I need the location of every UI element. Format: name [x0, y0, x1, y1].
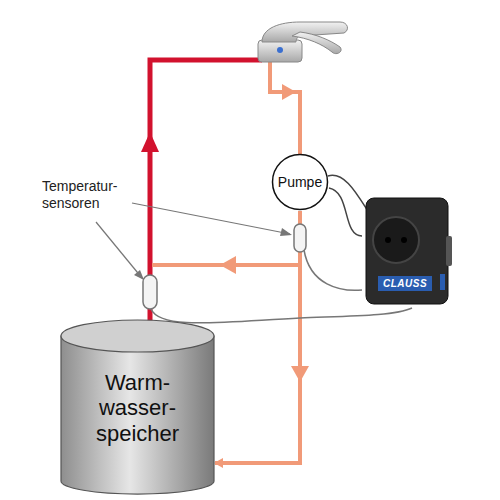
flow-arrow [220, 256, 236, 274]
socket-hole [401, 237, 407, 243]
leader-head [134, 270, 144, 280]
return-pipe [215, 211, 300, 463]
brand-label: CLAUSS [378, 276, 432, 291]
leader-line [96, 222, 142, 278]
temperature-sensor [143, 275, 157, 309]
leader-head [280, 228, 292, 236]
node-label: Pumpe [271, 153, 329, 211]
hot-water-pipe [150, 60, 262, 336]
temperature-sensor [294, 224, 306, 252]
flow-arrow [282, 84, 296, 100]
leader-line [132, 203, 290, 234]
tank-top [61, 320, 214, 352]
flow-arrow [291, 366, 309, 382]
socket [373, 217, 419, 263]
flow-arrow [141, 132, 159, 152]
tank-body [61, 336, 214, 494]
status-led [440, 274, 445, 290]
node-label: Warm- wasser- speicher [80, 370, 195, 446]
node-outline [362, 196, 454, 308]
controller-body [366, 198, 448, 304]
return-pipe [270, 62, 300, 157]
sensor-wire [151, 308, 412, 323]
controller-plug: CLAUSS [362, 196, 454, 308]
storage-tank: Warm- wasser- speicher [60, 318, 215, 495]
socket-hole [385, 237, 391, 243]
pump-circle: Pumpe [271, 153, 329, 211]
plug-side [446, 236, 452, 266]
water-tap [258, 22, 347, 62]
callout-label: Temperatur- sensoren [42, 178, 128, 212]
sensor-wire [304, 250, 362, 290]
